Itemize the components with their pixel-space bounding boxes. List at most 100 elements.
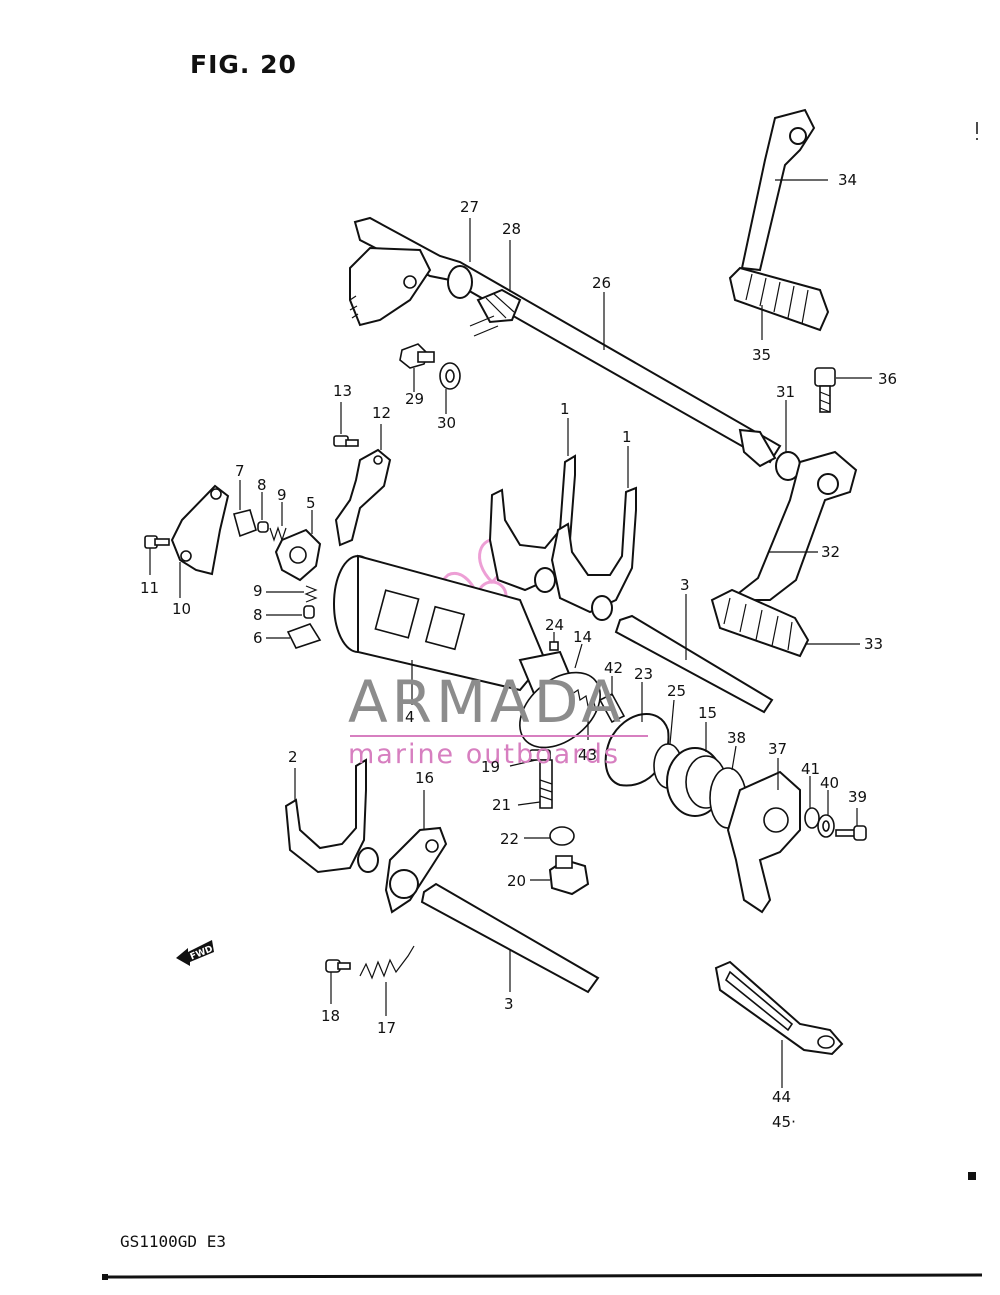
watermark-subtitle: marine outboards: [348, 739, 620, 770]
screw-11: [144, 535, 170, 575]
stopper-7: [233, 480, 257, 538]
callout-33: 33: [864, 635, 883, 653]
bolt-29: [399, 343, 435, 392]
spring-21: [517, 759, 553, 809]
washer-41: [804, 776, 820, 829]
washer-30: [439, 362, 461, 414]
callout-42: 42: [604, 659, 623, 677]
callout-1-left: 1: [560, 400, 570, 418]
spring-9-lower: [266, 585, 318, 603]
callout-28: 28: [502, 220, 521, 238]
screw-13: [333, 402, 359, 447]
callout-21: 21: [492, 796, 511, 814]
callout-44: 44: [772, 1088, 791, 1106]
figure-title: FIG. 20: [190, 50, 297, 79]
fork-shaft-3-upper: [614, 594, 774, 714]
callout-22: 22: [500, 830, 519, 848]
washer-40: [817, 790, 835, 838]
callout-2: 2: [288, 748, 298, 766]
callout-37: 37: [768, 740, 787, 758]
callout-12: 12: [372, 404, 391, 422]
callout-30: 30: [437, 414, 456, 432]
callout-32: 32: [821, 543, 840, 561]
callout-38: 38: [727, 729, 746, 747]
pin-8: [257, 492, 269, 533]
callout-3-upper: 3: [680, 576, 690, 594]
callout-26: 26: [592, 274, 611, 292]
spring-9: [269, 502, 287, 542]
callout-34: 34: [838, 171, 857, 189]
cam-stopper-cover-37: [726, 758, 801, 914]
stopper-plate-12: [334, 424, 392, 547]
fork-shaft-3-lower: [420, 882, 600, 994]
callout-39: 39: [848, 788, 867, 806]
callout-9-upper: 9: [277, 486, 287, 504]
callout-16: 16: [415, 769, 434, 787]
callout-3-lower: 3: [504, 995, 514, 1013]
callout-40: 40: [820, 774, 839, 792]
bracket-44: [714, 960, 844, 1088]
callout-8-upper: 8: [257, 476, 267, 494]
oil-seal-31: [775, 400, 801, 481]
callout-27: 27: [460, 198, 479, 216]
callout-10: 10: [172, 600, 191, 618]
callout-14: 14: [573, 628, 592, 646]
callout-19: 19: [481, 758, 500, 776]
callout-43: 43: [578, 746, 597, 764]
callout-45: 45·: [772, 1113, 796, 1131]
callout-13: 13: [333, 382, 352, 400]
callout-1-right: 1: [622, 428, 632, 446]
bolt-36: [814, 367, 872, 413]
stopper-6: [266, 623, 322, 649]
pin-8-lower: [266, 605, 315, 619]
callout-18: 18: [321, 1007, 340, 1025]
callout-9-lower: 9: [253, 582, 263, 600]
callout-25: 25: [667, 682, 686, 700]
callout-5: 5: [306, 494, 316, 512]
gearshift-shaft-26: [349, 216, 782, 468]
plug-bolt-20: [530, 855, 590, 896]
model-code: GS1100GD E3: [120, 1232, 226, 1251]
edge-dot: [976, 138, 978, 140]
callout-36: 36: [878, 370, 897, 388]
callout-20: 20: [507, 872, 526, 890]
callout-4: 4: [405, 708, 415, 726]
callout-41: 41: [801, 760, 820, 778]
cam-guide-5: [274, 510, 322, 582]
callout-17: 17: [377, 1019, 396, 1037]
gearshift-lever-32: [727, 450, 858, 601]
callout-23: 23: [634, 665, 653, 683]
bolt-39: [835, 808, 867, 841]
callout-6: 6: [253, 629, 263, 647]
pin-24: [549, 632, 559, 651]
footrest-rubber-35: [728, 266, 830, 340]
callout-15: 15: [698, 704, 717, 722]
page-mark: [968, 1172, 976, 1180]
watermark-brand: ARMADA: [348, 668, 625, 736]
footrest-rubber-33: [710, 588, 860, 658]
callout-8-lower: 8: [253, 606, 263, 624]
shift-fork-1-right: [550, 446, 637, 621]
screw-42: [598, 676, 626, 724]
callout-35: 35: [752, 346, 771, 364]
callout-29: 29: [405, 390, 424, 408]
callout-24: 24: [545, 616, 564, 634]
gearshift-cam-4: [333, 554, 572, 705]
fwd-label: FWD: [189, 944, 215, 962]
o-ring-14: [519, 643, 601, 749]
arrow-left-icon: [176, 940, 214, 966]
fwd-direction-marker: FWD: [176, 940, 214, 966]
return-spring-17: [359, 945, 415, 1016]
callout-31: 31: [776, 383, 795, 401]
screw-18: [325, 959, 351, 1004]
shift-fork-2: [284, 758, 379, 874]
cam-driven-plate-16: [384, 790, 448, 914]
guide-plate-10: [170, 484, 230, 598]
callout-7: 7: [235, 462, 245, 480]
bottom-rule: [103, 1273, 983, 1279]
rule-end-mark: [102, 1274, 108, 1280]
shift-lever-arm-34: [740, 108, 828, 272]
washer-22: [524, 826, 575, 846]
callout-11: 11: [140, 579, 159, 597]
